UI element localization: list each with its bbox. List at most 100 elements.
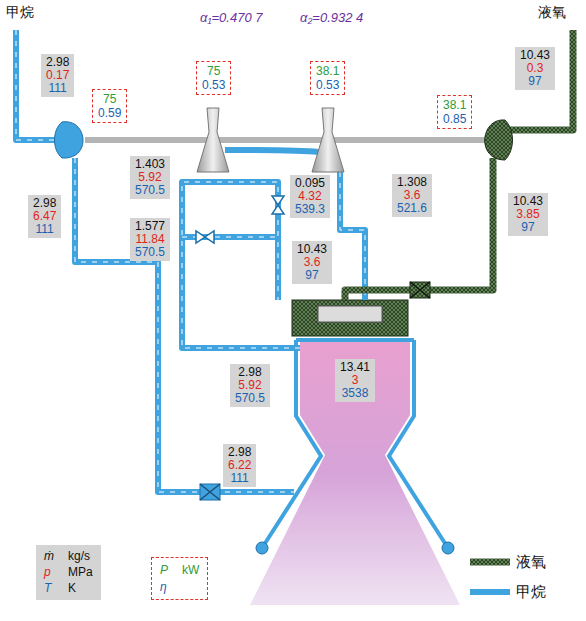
value-text: 97 [520,75,550,88]
value-text: 6.47 [33,210,56,223]
methane-flow [16,30,365,492]
state-box: 10.433.697 [292,241,332,284]
value-text: 0.53 [316,78,339,92]
manifold [256,542,268,554]
state-box: 2.985.92570.5 [230,364,270,407]
value-text: K [68,582,93,595]
legend-grid: PkW η [160,563,199,594]
state-box: 1.57711.84570.5 [130,218,170,261]
value-text: 0.53 [202,78,225,92]
power-box: 38.10.85 [437,95,472,129]
value-text: 570.5 [135,246,165,259]
value-text: kW [182,563,199,577]
state-box: 2.980.17111 [41,54,74,97]
state-box: ṁ kg/s p MPaT K [36,545,101,600]
value-text: 75 [98,92,121,106]
value-text: 539.3 [295,203,325,216]
valve [200,484,220,500]
value-text: p [44,566,54,579]
legend-sample [470,589,510,595]
injector-dome [318,306,382,322]
state-box: 10.433.8597 [508,193,548,236]
power-box: 38.10.53 [310,61,345,95]
cooling-jacket [262,340,448,548]
value-text: 10.43 [513,195,543,208]
value-text: 11.84 [135,233,165,246]
value-text: 0.59 [98,106,121,120]
power-box: 750.59 [92,89,127,123]
value-text: 111 [46,82,69,95]
value-text: 38.1 [443,98,466,112]
valve [272,196,284,214]
text-label: α₂=0.932 4 [300,10,363,25]
state-box: 1.4035.92570.5 [130,156,170,199]
text-label: 甲烷 [6,4,34,22]
text-label: 液氧 [538,4,566,22]
value-text: MPa [68,566,93,579]
value-text: 5.92 [235,379,265,392]
power-box: 750.53 [196,61,231,95]
text-label: α₁=0.470 7 [200,10,262,25]
valve [200,484,220,500]
state-box: 13.4133538 [335,359,375,402]
value-text: 2.98 [228,446,251,459]
turbine [312,108,344,172]
value-text: 0.17 [46,69,69,82]
value-text: 2.98 [46,56,69,69]
value-text: P [160,563,168,577]
value-text: 3538 [340,387,370,400]
turbine [197,108,229,172]
value-text: 3.6 [297,256,327,269]
state-box: 2.986.22111 [223,444,256,487]
value-text: 521.6 [397,202,427,215]
value-text: 4.32 [295,190,325,203]
injector [292,300,408,336]
value-text: 570.5 [235,392,265,405]
value-text: 1.577 [135,220,165,233]
value-text: 6.22 [228,459,251,472]
legend-grid: ṁ kg/s p MPaT K [44,550,93,595]
value-text: 10.43 [520,49,550,62]
value-text: 1.403 [135,158,165,171]
state-box: 2.986.47111 [28,195,61,238]
manifold [442,542,454,554]
value-text: 2.98 [235,366,265,379]
thrust-chamber [250,340,460,605]
value-text: η [160,580,199,594]
value-text: 97 [297,269,327,282]
value-text: 2.98 [33,197,56,210]
value-text: 0.3 [520,62,550,75]
legend-text: 液氧 [516,553,546,572]
valve [410,282,430,298]
value-text: 13.41 [340,361,370,374]
value-text: kg/s [68,550,93,563]
value-text: 3.85 [513,208,543,221]
shaft [85,137,485,143]
lox-pump [485,120,513,160]
value-text: 3 [340,374,370,387]
methane-pipes [16,30,365,492]
power-box: PkW η [151,557,208,600]
value-text: 5.92 [135,171,165,184]
legend-sample [470,559,510,566]
value-text: T [44,582,54,595]
value-text: 38.1 [316,64,339,78]
legend-text: 甲烷 [516,583,546,602]
value-text: 10.43 [297,243,327,256]
value-text: 570.5 [135,184,165,197]
state-box: 1.3083.6521.6 [392,174,432,217]
valve [410,282,430,298]
value-text: ṁ [44,550,54,563]
lox-pipes [345,30,573,300]
value-text: 111 [33,223,56,236]
value-text: 97 [513,221,543,234]
value-text: 111 [228,472,251,485]
value-text: 0.095 [295,177,325,190]
value-text: 75 [202,64,225,78]
value-text: 0.85 [443,112,466,126]
value-text: 3.6 [397,189,427,202]
value-text: 1.308 [397,176,427,189]
state-box: 10.430.397 [515,47,555,90]
methane-pump [55,122,84,158]
